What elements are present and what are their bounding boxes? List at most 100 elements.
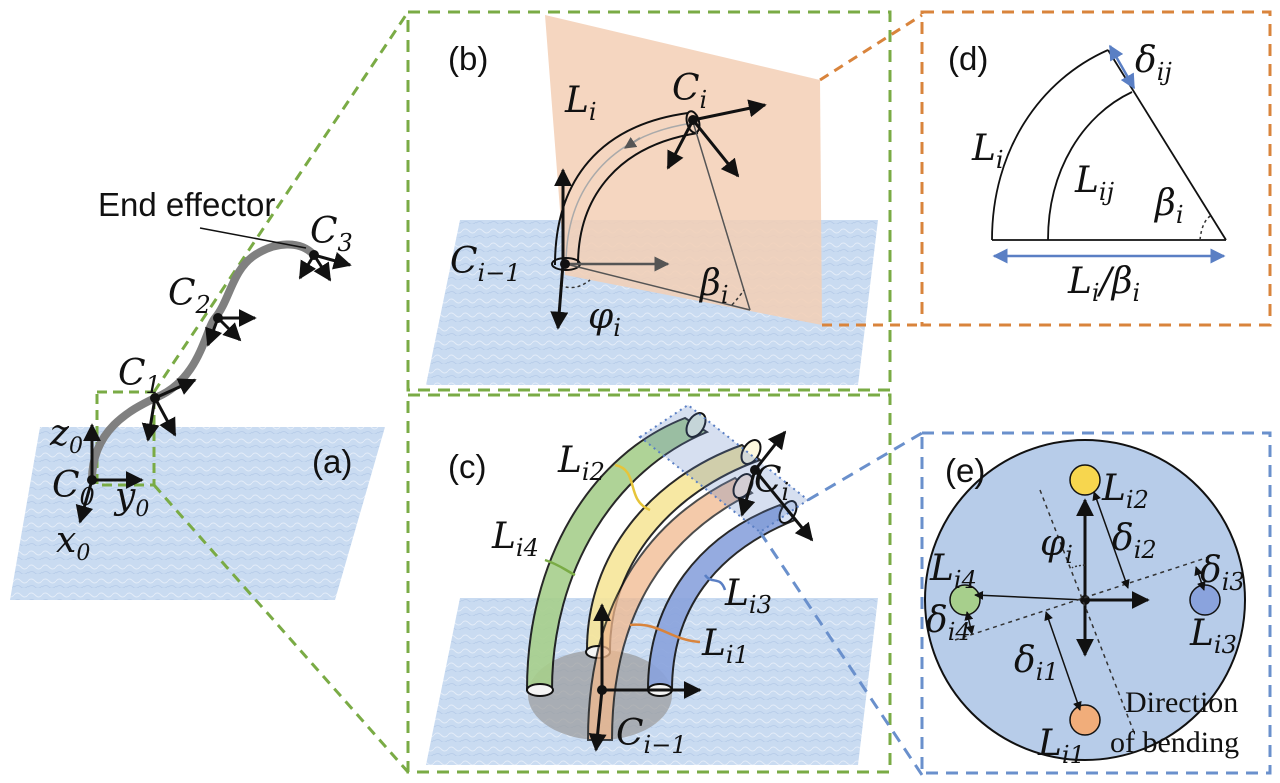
callout-i3: [703, 574, 727, 591]
hole-i2: [1069, 464, 1101, 496]
tendon-i4-tube: [525, 416, 710, 691]
b-phi-label: φi: [588, 296, 621, 342]
x0-label: x0: [56, 520, 90, 566]
b-L-label: Li: [564, 80, 597, 126]
b-base-point: [560, 259, 570, 269]
zoom-line-d-top: [819, 13, 923, 82]
c1-label: C1: [118, 353, 161, 399]
callout-i1: [629, 623, 701, 644]
e-Li4-label: Li4: [929, 548, 977, 594]
panel-c: (c) Li2 Li4 Li3 Li1 Ci Ci−1: [406, 393, 924, 776]
y0-label: y0: [113, 476, 149, 522]
callout-i2: [614, 463, 651, 512]
d-Lij-label: Lij: [1074, 160, 1115, 206]
c-top-axis-2: [753, 469, 814, 542]
panel-a-tag: (a): [312, 443, 352, 480]
c-top-axis-3: [737, 469, 757, 517]
e-axis-left: [974, 590, 1086, 601]
c3-point: [309, 250, 319, 260]
d-beta-label: βi: [1153, 183, 1184, 229]
end-effector-pointer: [199, 227, 307, 249]
e-delta-i1-label: δi1: [1014, 640, 1059, 686]
c-Li1-label: Li1: [701, 623, 749, 669]
c0-label: C0: [52, 465, 95, 511]
sector-outer-arc: [991, 49, 1109, 241]
d-bottom-label: Li/βi: [1067, 261, 1140, 307]
panel-c-frame: [406, 393, 892, 774]
c-top-point: [750, 465, 760, 475]
c-base-x: [588, 689, 607, 752]
phi-e-angle-mark: [1071, 564, 1086, 569]
c1-axis-3: [141, 397, 160, 442]
b-top-axis-3: [691, 119, 740, 178]
d-delta-label: δij: [1135, 40, 1172, 86]
bending-direction-line: [1039, 489, 1136, 736]
c2-label: C2: [168, 273, 211, 319]
zoom-line-top: [152, 11, 410, 393]
c-Ci-label: Ci: [754, 460, 789, 506]
direction-of-bending-line1: Direction: [1125, 686, 1238, 719]
panel-b-tag: (b): [448, 40, 488, 77]
panel-d-tag: (d): [948, 40, 988, 77]
tube-arrow: [624, 137, 641, 149]
tendon-i4-top: [685, 412, 707, 438]
end-effector-label: End effector: [98, 186, 275, 223]
b-base-down: [550, 263, 569, 330]
zoom-line-bottom: [152, 484, 410, 773]
c-top-axis-1: [753, 430, 787, 471]
x0-axis: [75, 479, 94, 524]
e-phi-label: φi: [1040, 523, 1073, 569]
c2-point: [213, 313, 223, 323]
panel-a: End effector C0 C1 C2 C3 z0 y0 x0 (a): [10, 11, 410, 773]
hole-i1: [1069, 704, 1101, 736]
beta-angle-mark: [731, 289, 745, 306]
tendon-i2-top: [740, 439, 762, 465]
c3-label: C3: [310, 211, 353, 257]
b-Ci-1-label: Ci−1: [450, 241, 521, 287]
b-top-axis-1: [692, 99, 767, 122]
neutral-axis-line: [954, 554, 1216, 641]
panel-e: (e) Li2 Li4 Li3 Li1 φi δi2 δi3 δi4 δi1 D…: [920, 431, 1272, 775]
zoom-line-e-top: [807, 431, 923, 502]
e-center: [1080, 595, 1090, 605]
sector-inner-arc: [1047, 91, 1133, 241]
c2-axis-2: [216, 316, 242, 342]
c1-axis-1: [154, 378, 197, 400]
delta-i1-arrow: [1044, 611, 1082, 711]
c-Ci-1-label: Ci−1: [616, 713, 687, 759]
e-delta-i2-label: δi2: [1112, 518, 1157, 564]
beta-d-angle-mark: [1199, 214, 1213, 241]
b-top-point: [688, 115, 698, 125]
delta-ij-arrow: [1108, 44, 1136, 90]
chord-line: [565, 263, 751, 311]
c1-point: [150, 393, 160, 403]
continuum-backbone: [88, 240, 318, 484]
delta-i2-arrow: [1092, 491, 1130, 589]
panel-c-tag: (c): [448, 448, 486, 485]
b-top-axis-2: [666, 119, 695, 170]
c-Li4-label: Li4: [491, 516, 539, 562]
panel-e-frame: [920, 431, 1272, 775]
c1-axis-2: [153, 397, 177, 437]
delta-i3-arrow: [1194, 566, 1206, 591]
panel-b-frame: [406, 10, 892, 392]
b-Ci-label: Ci: [672, 68, 707, 114]
c3-axis-1: [313, 251, 352, 270]
e-delta-i3-label: δi3: [1200, 550, 1245, 596]
panel-b: (b) Li Ci Ci−1 βi φi: [406, 10, 923, 392]
c-Li3-label: Li3: [724, 573, 772, 619]
c0-point: [87, 475, 97, 485]
segment-tube-inner: [577, 132, 699, 266]
direction-of-bending-line2: of bending: [1110, 726, 1239, 759]
callout-i4: [544, 558, 576, 577]
c-base-point: [597, 685, 607, 695]
segment-tube-outer: [554, 112, 689, 266]
b-beta-label: βi: [698, 263, 729, 309]
panel-d-frame: [920, 10, 1272, 327]
e-Li1-label: Li1: [1037, 723, 1085, 769]
tendon-i4-base: [526, 683, 554, 697]
panel-e-tag: (e): [945, 452, 985, 489]
ground-plane-a: [10, 427, 385, 600]
